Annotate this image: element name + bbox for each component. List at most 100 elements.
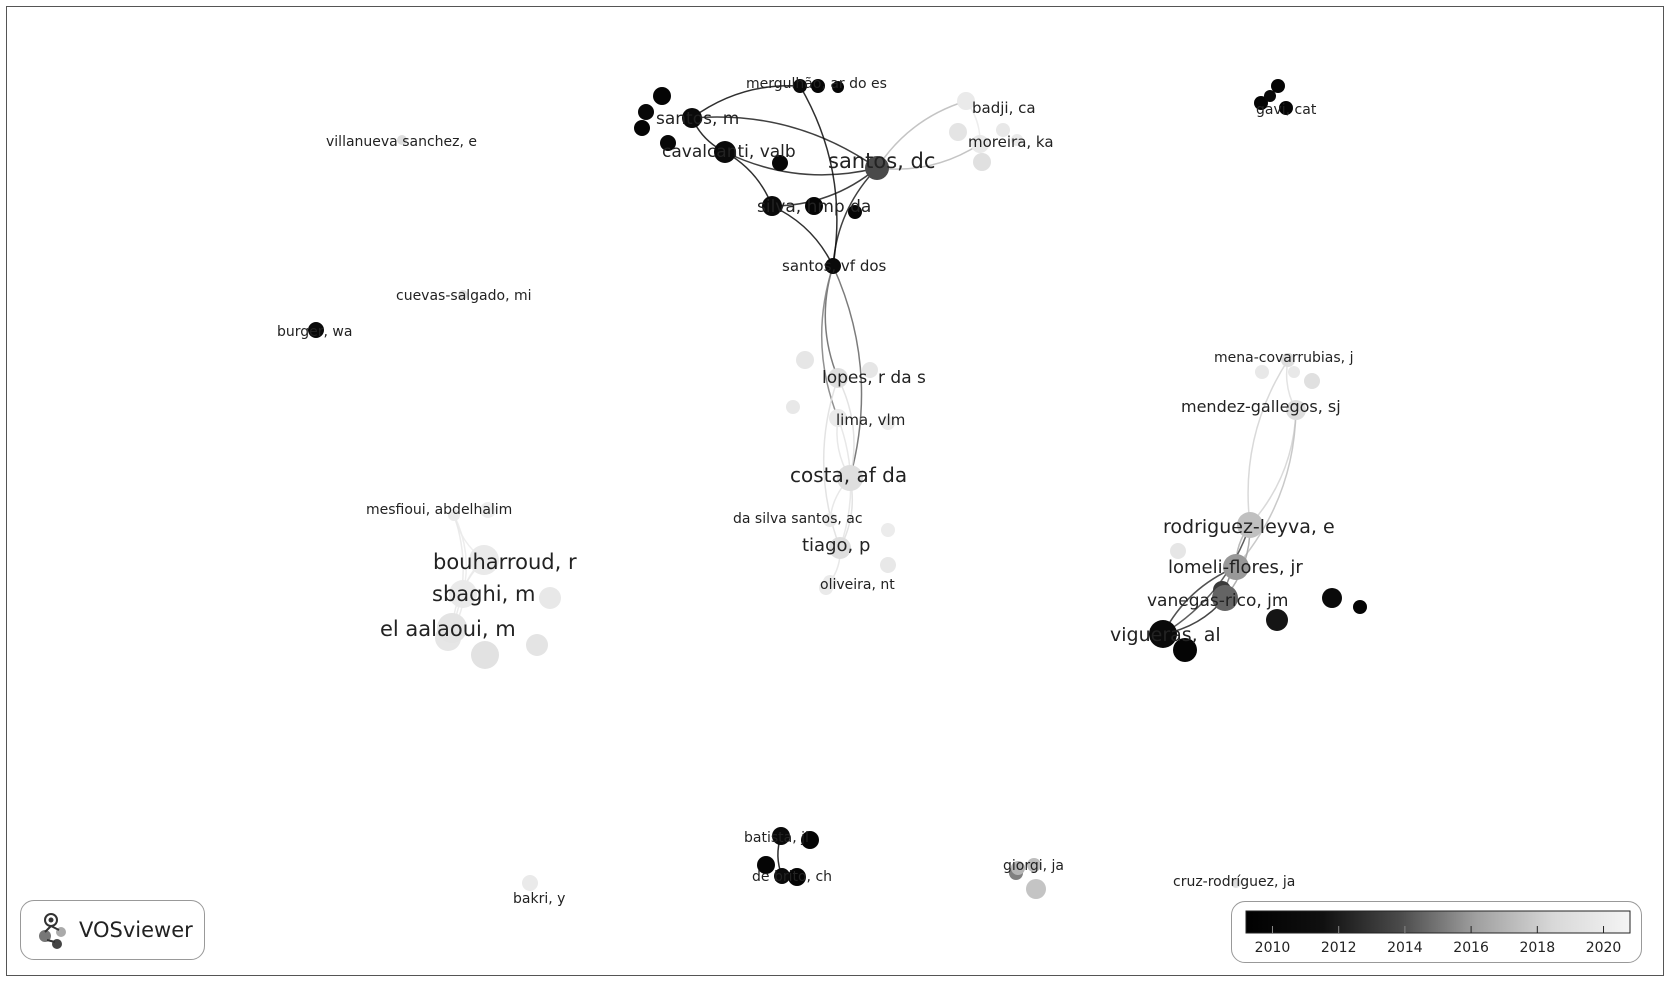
author-label-silva[interactable]: silva, hmp da	[757, 197, 871, 217]
author-label-mendez[interactable]: mendez-gallegos, sj	[1181, 397, 1341, 416]
node[interactable]	[471, 641, 499, 669]
node[interactable]	[881, 523, 895, 537]
author-label-tiago[interactable]: tiago, p	[802, 535, 870, 556]
node[interactable]	[796, 351, 814, 369]
node[interactable]	[786, 400, 800, 414]
author-label-cavalcanti[interactable]: cavalcanti, valb	[662, 142, 796, 162]
author-node-mergulhao[interactable]	[793, 79, 807, 93]
author-node-costa[interactable]	[837, 465, 863, 491]
node[interactable]	[1011, 134, 1023, 146]
node[interactable]	[862, 362, 878, 378]
author-label-lima[interactable]: lima, vlm	[836, 411, 905, 429]
author-label-batista[interactable]: batista, jl	[744, 830, 809, 846]
author-node-burger[interactable]	[308, 322, 324, 338]
author-node-mendez[interactable]	[1286, 400, 1306, 420]
node[interactable]	[1288, 366, 1300, 378]
author-node-bouharroud[interactable]	[469, 545, 499, 575]
author-node-sbaghi[interactable]	[449, 580, 477, 608]
node[interactable]	[1255, 365, 1269, 379]
author-node-santos_m[interactable]	[682, 108, 702, 128]
node[interactable]	[832, 81, 844, 93]
node[interactable]	[805, 197, 823, 215]
author-node-rodriguez[interactable]	[1237, 512, 1263, 538]
author-label-mesfioui[interactable]: mesfioui, abdelhalim	[366, 502, 512, 518]
node[interactable]	[1271, 79, 1285, 93]
node[interactable]	[638, 104, 654, 120]
node[interactable]	[634, 120, 650, 136]
node[interactable]	[1027, 858, 1041, 872]
node[interactable]	[480, 502, 496, 518]
node[interactable]	[881, 416, 895, 430]
author-node-santos_dc[interactable]	[865, 156, 889, 180]
author-label-vanegas[interactable]: vanegas-rico, jm	[1147, 591, 1288, 611]
node[interactable]	[996, 123, 1010, 137]
author-label-oliveira[interactable]: oliveira, nt	[820, 577, 895, 593]
node[interactable]	[1173, 638, 1197, 662]
node[interactable]	[1254, 96, 1268, 110]
node[interactable]	[1279, 101, 1293, 115]
author-label-bouharroud[interactable]: bouharroud, r	[433, 550, 577, 574]
node[interactable]	[772, 155, 788, 171]
author-label-rodriguez[interactable]: rodriguez-leyva, e	[1163, 516, 1335, 538]
node[interactable]	[973, 153, 991, 171]
node[interactable]	[811, 79, 825, 93]
author-label-badji[interactable]: badji, ca	[972, 99, 1036, 117]
author-label-dasilva[interactable]: da silva santos, ac	[733, 511, 863, 527]
author-label-mena[interactable]: mena-covarrubias, j	[1214, 350, 1353, 366]
node[interactable]	[949, 123, 967, 141]
author-node-mena[interactable]	[1281, 353, 1295, 367]
node[interactable]	[1026, 879, 1046, 899]
author-node-mesfioui[interactable]	[448, 509, 460, 521]
author-node-tiago[interactable]	[829, 537, 851, 559]
author-node-gavi[interactable]	[1264, 90, 1276, 102]
author-label-burger[interactable]: burger, wa	[277, 324, 352, 340]
node[interactable]	[653, 87, 671, 105]
author-label-sbaghi[interactable]: sbaghi, m	[432, 582, 535, 606]
node[interactable]	[848, 205, 862, 219]
author-node-debrito[interactable]	[774, 868, 790, 884]
author-label-debrito[interactable]: de brito, ch	[752, 869, 832, 885]
author-label-cuevas[interactable]: cuevas-salgado, mi	[396, 288, 532, 304]
author-node-cruz[interactable]	[1231, 878, 1241, 888]
author-label-lopes[interactable]: lopes, r da s	[822, 368, 926, 388]
node[interactable]	[526, 634, 548, 656]
node[interactable]	[1170, 543, 1186, 559]
author-node-dasilva[interactable]	[823, 513, 837, 527]
author-node-cuevas[interactable]	[458, 290, 468, 300]
author-label-lomeli[interactable]: lomeli-flores, jr	[1168, 557, 1303, 578]
author-label-cruz[interactable]: cruz-rodríguez, ja	[1173, 874, 1295, 890]
author-label-moreira[interactable]: moreira, ka	[968, 133, 1054, 151]
author-label-santos_dc[interactable]: santos, dc	[828, 149, 935, 173]
author-node-moreira[interactable]	[971, 135, 989, 153]
author-label-santos_m[interactable]: santos, m	[656, 109, 739, 129]
node[interactable]	[757, 856, 775, 874]
node[interactable]	[1304, 373, 1320, 389]
author-label-bakri[interactable]: bakri, y	[513, 891, 565, 907]
author-node-giorgi[interactable]	[1011, 861, 1025, 875]
author-node-villanueva[interactable]	[397, 135, 407, 145]
author-node-vanegas[interactable]	[1212, 585, 1238, 611]
author-node-badji[interactable]	[957, 92, 975, 110]
node[interactable]	[1353, 600, 1367, 614]
author-label-elaalaoui[interactable]: el aalaoui, m	[380, 617, 516, 641]
author-node-lomeli[interactable]	[1223, 554, 1249, 580]
author-label-gavi[interactable]: gavi, cat	[1256, 102, 1317, 118]
node[interactable]	[880, 557, 896, 573]
node[interactable]	[539, 587, 561, 609]
node[interactable]	[1322, 588, 1342, 608]
author-label-mergulhao[interactable]: mergulhão, ar do es	[746, 76, 887, 92]
author-node-oliveira[interactable]	[823, 575, 837, 589]
author-node-lopes[interactable]	[828, 368, 848, 388]
author-node-santos_vf[interactable]	[825, 258, 841, 274]
author-node-silva[interactable]	[762, 196, 782, 216]
author-label-vigueras[interactable]: vigueras, al	[1110, 624, 1221, 646]
author-node-lima[interactable]	[829, 409, 847, 427]
node[interactable]	[660, 135, 676, 151]
node[interactable]	[788, 868, 806, 886]
node[interactable]	[801, 831, 819, 849]
author-node-bakri[interactable]	[522, 875, 538, 891]
author-node-vigueras[interactable]	[1149, 620, 1177, 648]
author-label-villanueva[interactable]: villanueva sanchez, e	[326, 134, 477, 150]
node[interactable]	[1266, 609, 1288, 631]
